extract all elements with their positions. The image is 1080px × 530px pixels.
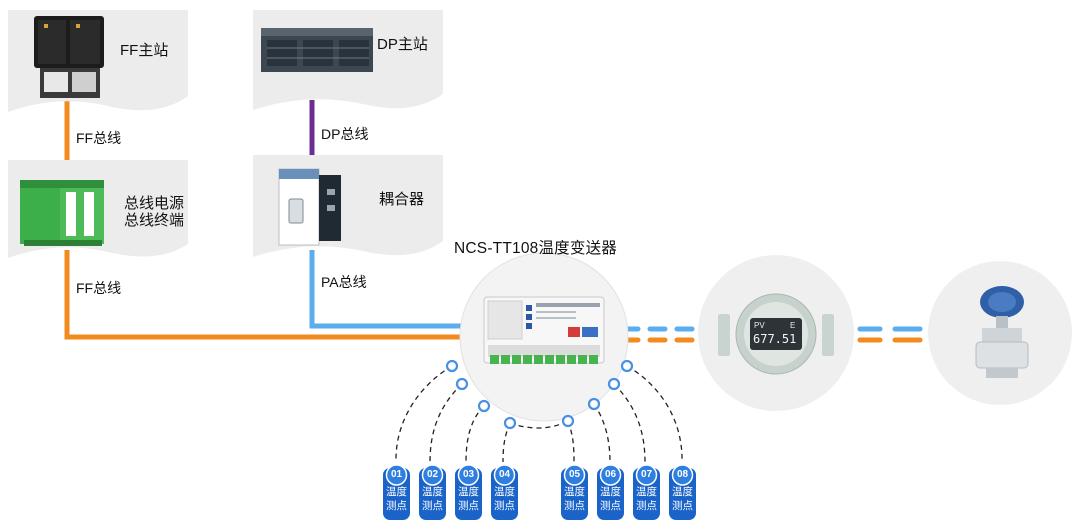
dp-bus-label: DP总线 — [321, 126, 369, 142]
ff-master-card: FF主站 — [8, 10, 188, 120]
ff-bus-label-bottom: FF总线 — [76, 280, 122, 296]
dashed-link-1 — [619, 326, 695, 343]
temperature-point-label-1: 温度 — [636, 486, 657, 498]
transmitter-device-image — [483, 296, 605, 364]
ff-bus-segment-2 — [64, 250, 470, 340]
pa-bus-segment — [309, 250, 470, 329]
coupler-label: 耦合器 — [379, 191, 425, 208]
bus-power-label-1: 总线电源 — [124, 195, 185, 212]
dashed-link-2 — [857, 326, 923, 343]
temperature-point-label-2: 测点 — [494, 500, 515, 512]
temperature-point-number: 02 — [426, 469, 439, 480]
display-unit: E — [790, 321, 796, 330]
temperature-point-label-2: 测点 — [636, 500, 657, 512]
temperature-point-04: 04 温度测点 — [490, 464, 519, 522]
temperature-point-06: 06 温度测点 — [596, 464, 625, 522]
display-value: 677.51 — [753, 332, 797, 346]
temperature-point-label-2: 测点 — [458, 500, 479, 512]
bus-power-label-2: 总线终端 — [124, 212, 185, 229]
temperature-point-label-2: 测点 — [600, 500, 621, 512]
temperature-point-number: 05 — [568, 469, 581, 480]
temperature-point-number: 06 — [604, 469, 617, 480]
ff-master-device-image — [34, 16, 104, 98]
temperature-point-07: 07 温度测点 — [632, 464, 661, 522]
bus-power-card: 总线电源 总线终端 — [8, 160, 188, 265]
temperature-point-02: 02 温度测点 — [418, 464, 447, 522]
ff-bus-label-top: FF总线 — [76, 130, 122, 146]
dp-master-card: DP主站 — [253, 10, 443, 120]
temperature-point-number: 08 — [676, 469, 689, 480]
temperature-point-label-1: 温度 — [386, 486, 407, 498]
temperature-point-label-2: 测点 — [422, 500, 443, 512]
temperature-point-number: 01 — [390, 469, 403, 480]
temperature-point-label-1: 温度 — [564, 486, 585, 498]
display-pv: PV — [754, 321, 765, 330]
temperature-point-08: 08 温度测点 — [668, 464, 697, 522]
pa-bus-label: PA总线 — [321, 274, 367, 290]
temperature-point-number: 03 — [462, 469, 475, 480]
temperature-point-01: 01 温度测点 — [382, 464, 411, 522]
dp-master-label: DP主站 — [377, 36, 428, 53]
temperature-point-label-2: 测点 — [386, 500, 407, 512]
ff-master-label: FF主站 — [120, 42, 169, 59]
temperature-point-05: 05 温度测点 — [560, 464, 589, 522]
temperature-point-number: 07 — [640, 469, 653, 480]
temperature-point-label-2: 测点 — [672, 500, 693, 512]
temperature-point-label-1: 温度 — [458, 486, 479, 498]
temperature-point-label-1: 温度 — [494, 486, 515, 498]
coupler-card: 耦合器 — [253, 155, 443, 265]
temperature-point-label-1: 温度 — [672, 486, 693, 498]
transmitter-title: NCS-TT108温度变送器 — [454, 240, 617, 257]
temperature-point-label-1: 温度 — [422, 486, 443, 498]
dp-master-device-image — [261, 28, 373, 72]
temperature-point-03: 03 温度测点 — [454, 464, 483, 522]
temperature-point-label-2: 测点 — [564, 500, 585, 512]
probe-terminals — [445, 359, 634, 430]
temperature-point-number: 04 — [498, 469, 511, 480]
temperature-point-label-1: 温度 — [600, 486, 621, 498]
bus-power-device-image — [20, 180, 104, 246]
coupler-device-image — [278, 168, 341, 246]
sensor-device-image — [975, 286, 1029, 378]
display-device: PV E 677.51 — [716, 292, 836, 376]
